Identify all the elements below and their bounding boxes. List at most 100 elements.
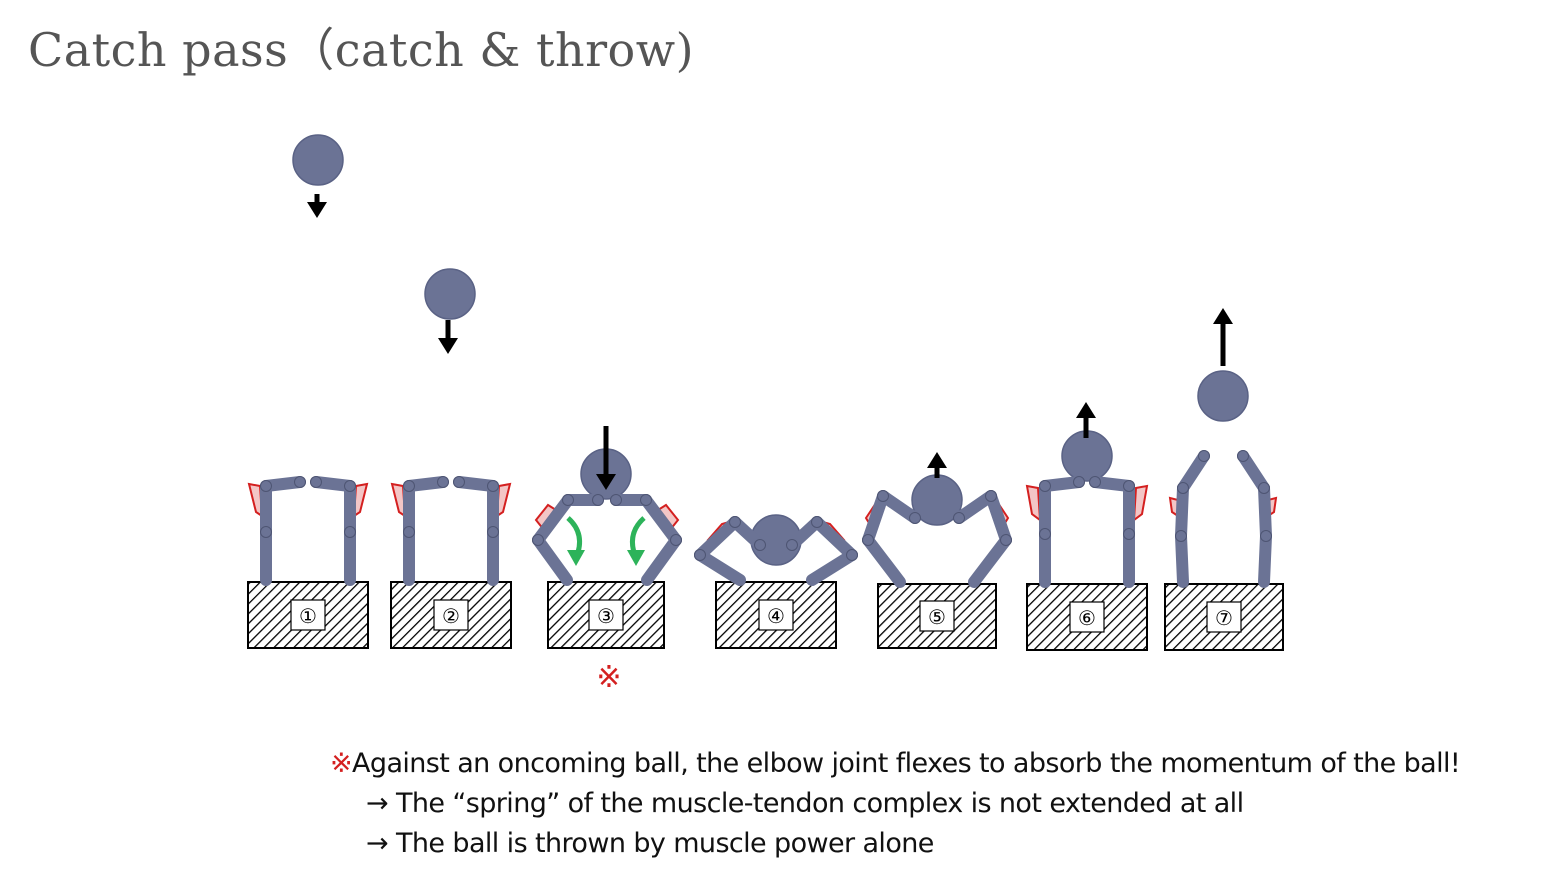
note-mark: ※ xyxy=(330,748,353,779)
joint xyxy=(786,539,798,551)
arm-segment xyxy=(862,534,906,588)
label-box xyxy=(588,599,624,631)
joint xyxy=(532,534,544,546)
joint xyxy=(877,490,889,502)
label-box xyxy=(433,599,469,631)
arm-segment xyxy=(1175,482,1189,542)
joint xyxy=(811,516,823,528)
note-line-1: → The “spring” of the muscle-tendon comp… xyxy=(366,788,1244,819)
stage-7: ⑦ xyxy=(1164,308,1284,651)
arm-segment xyxy=(1177,450,1210,494)
joint xyxy=(592,494,604,506)
explanation-notes: ※Against an oncoming ball, the elbow joi… xyxy=(330,744,1461,864)
arrow-head xyxy=(438,338,458,354)
arm-segment xyxy=(694,516,741,561)
joint xyxy=(294,476,306,488)
stage-label: ⑥ xyxy=(1078,606,1096,630)
stage-label: ⑦ xyxy=(1215,606,1233,630)
joint xyxy=(985,490,997,502)
muscle xyxy=(1025,484,1042,523)
joint xyxy=(909,512,921,524)
arm-segment xyxy=(862,490,889,546)
joint xyxy=(610,494,622,506)
joint xyxy=(1073,476,1085,488)
ball xyxy=(292,134,344,186)
label-box xyxy=(1206,601,1242,633)
note-line-2: → The ball is thrown by muscle power alo… xyxy=(366,828,934,859)
label-box xyxy=(1069,601,1105,633)
joint xyxy=(953,512,965,524)
stage-6: ⑥ xyxy=(1025,402,1149,651)
arm-segment xyxy=(806,549,858,586)
arm-segment xyxy=(1237,450,1270,494)
arm-segment xyxy=(1175,530,1189,588)
joint xyxy=(344,526,356,538)
arrow-head xyxy=(1213,308,1233,324)
muscle xyxy=(1132,484,1149,523)
joint xyxy=(1123,480,1135,492)
ball xyxy=(1197,370,1249,422)
joint xyxy=(1260,530,1272,542)
arm-segment xyxy=(640,494,682,546)
joint xyxy=(403,480,415,492)
arm-segment xyxy=(532,494,574,546)
joint xyxy=(1039,480,1051,492)
arrow-head xyxy=(307,202,327,218)
stage-label: ① xyxy=(299,604,317,628)
joint xyxy=(670,534,682,546)
stage-label: ② xyxy=(442,604,460,628)
joint xyxy=(437,476,449,488)
arm-segment xyxy=(532,534,573,586)
joint xyxy=(562,494,574,506)
joint xyxy=(260,480,272,492)
arrow-head xyxy=(927,452,947,468)
ball xyxy=(1061,430,1113,482)
joint xyxy=(487,480,499,492)
joint xyxy=(754,539,766,551)
arm-segment xyxy=(1258,482,1272,542)
joint xyxy=(310,476,322,488)
note-main-text: Against an oncoming ball, the elbow join… xyxy=(352,748,1461,779)
arm-segment xyxy=(953,490,997,524)
joint xyxy=(487,526,499,538)
arm-segment xyxy=(1258,530,1272,588)
joint xyxy=(862,534,874,546)
stage-label: ④ xyxy=(767,604,785,628)
joint xyxy=(729,516,741,528)
joint xyxy=(1039,528,1051,540)
arm-segment xyxy=(968,534,1012,588)
label-box xyxy=(758,599,794,631)
joint xyxy=(1123,528,1135,540)
joint xyxy=(1175,530,1187,542)
joint xyxy=(453,476,465,488)
ball xyxy=(424,268,476,320)
stage-label: ⑤ xyxy=(928,605,946,629)
label-box xyxy=(919,600,955,632)
stage-5: ⑤ xyxy=(862,452,1012,649)
slide-title: Catch pass（catch & throw) xyxy=(28,23,695,77)
joint xyxy=(1089,476,1101,488)
joint xyxy=(640,494,652,506)
stage-2: ② xyxy=(390,268,512,649)
arm-segment xyxy=(985,490,1012,546)
joint xyxy=(260,526,272,538)
platform xyxy=(1164,583,1284,651)
arrow-head xyxy=(1076,402,1096,418)
stage-4: ④ xyxy=(694,514,858,649)
joint xyxy=(1000,534,1012,546)
arm-segment xyxy=(694,549,746,586)
arm-segment xyxy=(877,490,921,524)
arm-segment xyxy=(811,516,858,561)
arrow-head xyxy=(596,474,616,490)
rotation-arrow-head xyxy=(567,550,585,566)
note-main-line: ※Against an oncoming ball, the elbow joi… xyxy=(330,744,1461,784)
joint xyxy=(1177,482,1189,494)
label-box xyxy=(290,599,326,631)
stage-label: ③ xyxy=(597,604,615,628)
rotation-arrow-head xyxy=(627,550,645,566)
joint xyxy=(1258,482,1270,494)
arm-segment xyxy=(641,534,682,586)
joint xyxy=(1198,450,1210,462)
stage-3: ③ xyxy=(532,426,682,649)
